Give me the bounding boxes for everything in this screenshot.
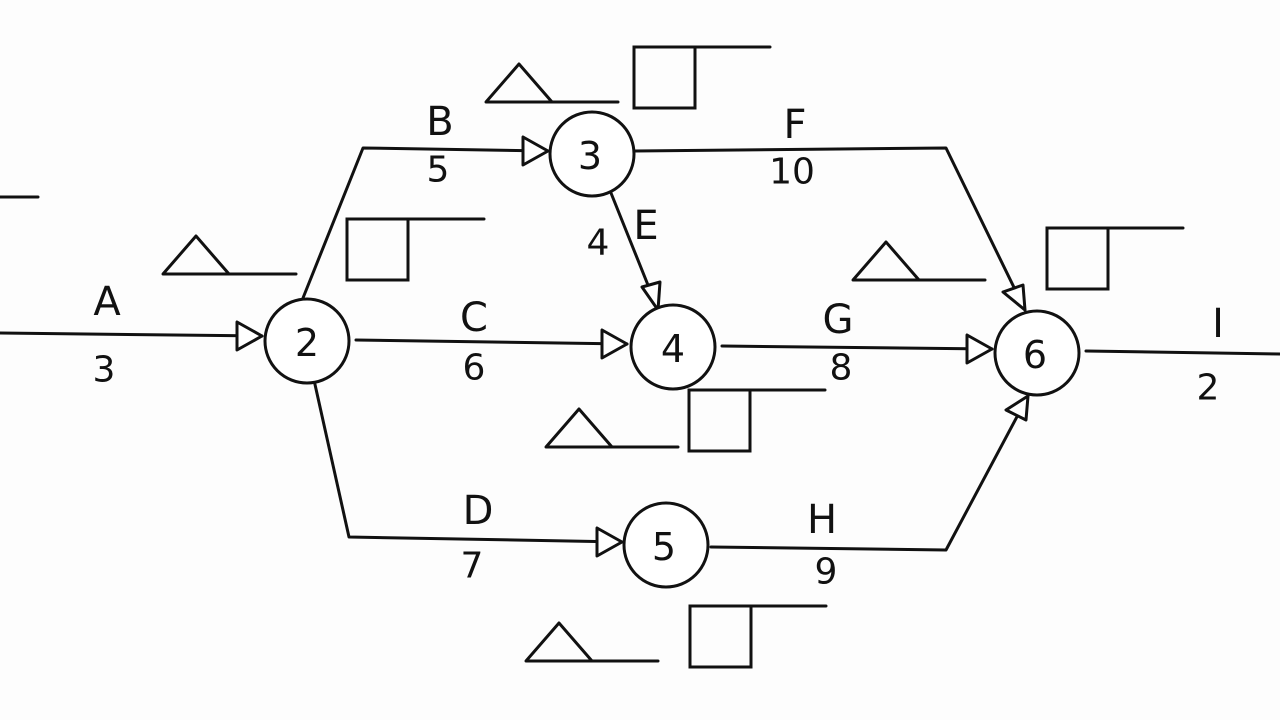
float-triangle-node-3: [484, 62, 620, 104]
time-box-node-3: [632, 45, 772, 110]
activity-G-name: G: [823, 297, 854, 343]
float-triangle-node-5: [524, 621, 660, 663]
node-4: 4: [629, 303, 717, 391]
edge-A: [0, 331, 264, 338]
node-3-label: 3: [578, 134, 602, 178]
activity-B-duration: 5: [427, 150, 450, 191]
activity-A-name: A: [93, 279, 121, 325]
edge-D: [312, 378, 624, 544]
time-box-node-5: [688, 604, 828, 669]
activity-B-name: B: [426, 99, 453, 145]
arrowhead-A: [235, 320, 264, 352]
activity-D-duration: 7: [461, 546, 484, 587]
activity-F-name: F: [783, 102, 806, 148]
arrowhead-D: [595, 526, 624, 558]
arrowhead-F: [1001, 283, 1027, 312]
activity-F-duration: 10: [769, 152, 815, 193]
edge-B: [301, 146, 550, 300]
float-triangle-node-6: [851, 240, 987, 282]
edge-F: [633, 146, 1027, 312]
time-box-node-6: [1045, 226, 1185, 291]
activity-I-name: I: [1212, 301, 1224, 347]
node-2-label: 2: [295, 321, 319, 365]
edge-I: [1084, 349, 1280, 356]
arrowhead-G: [965, 333, 994, 365]
node-6: 6: [993, 309, 1081, 397]
arrowhead-B: [521, 135, 550, 167]
activity-E-name: E: [633, 203, 658, 249]
activity-C-name: C: [460, 295, 488, 341]
activity-C-duration: 6: [463, 348, 486, 389]
node-6-label: 6: [1023, 333, 1047, 377]
float-triangle-node-4: [544, 407, 680, 449]
node-4-label: 4: [661, 327, 685, 371]
activity-E-duration: 4: [587, 223, 610, 264]
node-5: 5: [622, 501, 710, 589]
arrowhead-H: [1004, 394, 1030, 422]
float-triangle-node-2: [161, 234, 298, 276]
edge-C: [354, 338, 629, 346]
activity-A-duration: 3: [93, 350, 116, 391]
time-box-node-4: [687, 388, 827, 453]
activity-G-duration: 8: [830, 348, 853, 389]
activity-H-name: H: [807, 497, 837, 543]
node-2: 2: [263, 297, 351, 385]
activity-D-name: D: [463, 488, 494, 534]
arrowhead-E: [640, 280, 662, 312]
node-3: 3: [548, 110, 636, 198]
activity-H-duration: 9: [815, 552, 838, 593]
edge-G: [720, 344, 994, 351]
node-5-label: 5: [652, 525, 676, 569]
activity-I-duration: 2: [1197, 368, 1220, 409]
arrowhead-C: [600, 328, 629, 360]
edge-H: [709, 394, 1030, 552]
time-box-node-2: [345, 217, 486, 282]
